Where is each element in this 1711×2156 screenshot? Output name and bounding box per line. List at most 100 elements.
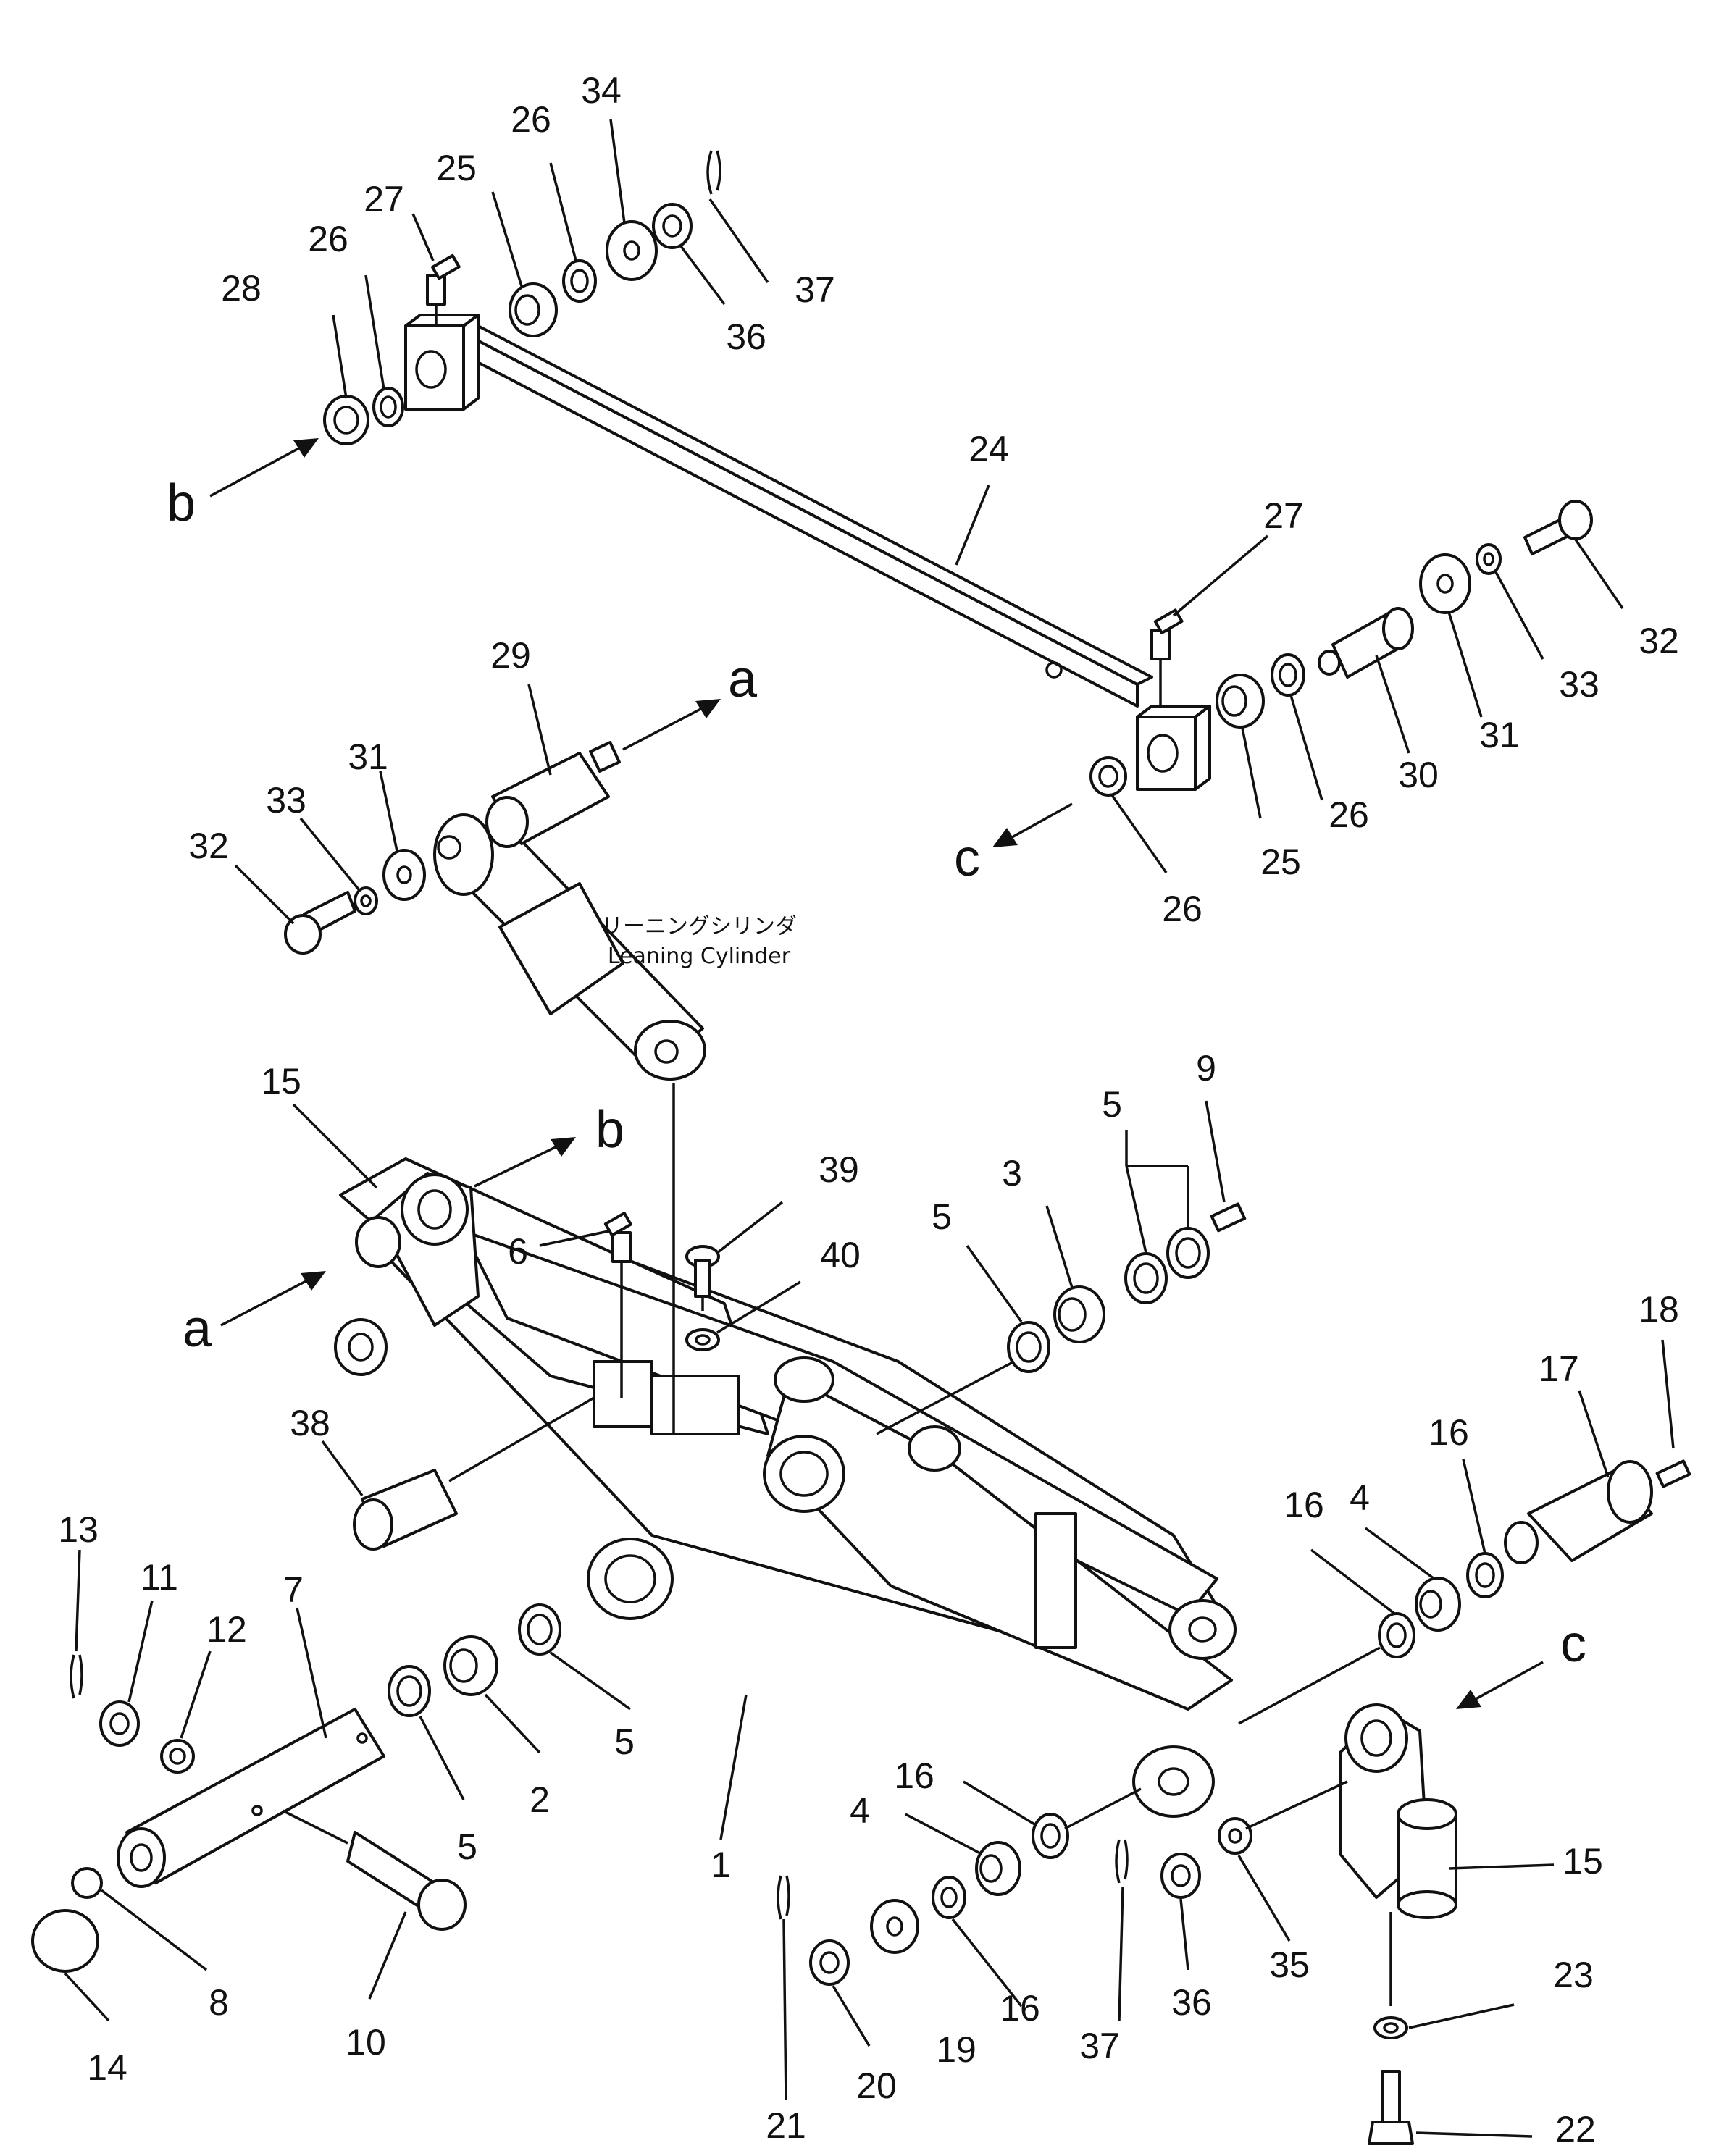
callout-22: 22 xyxy=(1555,2109,1596,2149)
washer-33-left xyxy=(354,886,378,915)
washer-31-left xyxy=(382,849,426,901)
washer-34 xyxy=(606,220,658,281)
callout-25: 25 xyxy=(436,148,477,188)
leader-bearing-16-bottom xyxy=(1064,1787,1142,1830)
callout-18: 18 xyxy=(1639,1289,1679,1330)
callout-12: 12 xyxy=(206,1609,247,1650)
bearing-5-c xyxy=(1166,1227,1210,1279)
callout-26: 26 xyxy=(1162,889,1202,929)
washer-35 xyxy=(1218,1817,1252,1855)
bushing-4-bottom xyxy=(975,1841,1021,1896)
callout-33: 33 xyxy=(1559,664,1599,705)
fitting-18 xyxy=(1655,1459,1691,1488)
callout-16: 16 xyxy=(894,1756,934,1796)
view-ref-b-bottom: b xyxy=(595,1101,625,1159)
nut-20 xyxy=(809,1939,850,1986)
bearing-26-top xyxy=(562,259,597,303)
bracket-15-left xyxy=(334,1172,480,1376)
callout-15: 15 xyxy=(261,1061,301,1102)
arrow-c-top xyxy=(992,802,1073,847)
leader-pin-38 xyxy=(448,1396,595,1482)
callout-25: 25 xyxy=(1260,842,1301,882)
bushing-25-right xyxy=(1216,674,1265,729)
callout-6: 6 xyxy=(508,1231,528,1272)
leader-bolt-10 xyxy=(282,1809,348,1845)
bushing-2 xyxy=(443,1635,498,1696)
callout-26: 26 xyxy=(308,219,348,259)
callout-27: 27 xyxy=(364,179,404,219)
bearing-16-c xyxy=(1466,1552,1504,1598)
nut-36-bottom xyxy=(1160,1853,1201,1899)
callout-37: 37 xyxy=(795,269,835,310)
callout-34: 34 xyxy=(581,70,622,111)
cotter-pin-37-bottom xyxy=(1115,1839,1129,1884)
callout-37: 37 xyxy=(1079,2026,1120,2066)
callout-16: 16 xyxy=(1000,1988,1040,2029)
bearing-5-b xyxy=(1124,1252,1168,1304)
bolt-32-left xyxy=(284,891,356,955)
callout-13: 13 xyxy=(58,1509,99,1550)
washer-28 xyxy=(323,395,369,445)
bearing-5-mid xyxy=(518,1603,561,1656)
callout-5: 5 xyxy=(1102,1084,1122,1125)
callout-32: 32 xyxy=(1639,621,1679,661)
callout-32: 32 xyxy=(188,826,229,866)
tie-rod-right-block xyxy=(1136,705,1211,791)
caption-japanese: リーニングシリンダ xyxy=(601,914,797,939)
callout-36: 36 xyxy=(1171,1982,1212,2023)
arrow-a-top xyxy=(622,699,721,751)
callout-7: 7 xyxy=(283,1569,304,1610)
callout-14: 14 xyxy=(87,2047,127,2088)
pin-17 xyxy=(1504,1460,1653,1564)
callout-5: 5 xyxy=(614,1721,635,1762)
nut-36-top xyxy=(652,203,693,249)
callout-35: 35 xyxy=(1269,1945,1310,1985)
callout-21: 21 xyxy=(766,2105,806,2146)
view-ref-c-bottom: c xyxy=(1560,1615,1586,1673)
callout-36: 36 xyxy=(726,316,766,357)
view-ref-a-bottom: a xyxy=(182,1300,212,1358)
washer-31-right xyxy=(1419,553,1471,614)
callout-27: 27 xyxy=(1263,495,1304,536)
callout-23: 23 xyxy=(1553,1955,1594,1995)
callout-28: 28 xyxy=(221,268,262,309)
view-ref-b-top: b xyxy=(166,474,196,532)
callout-11: 11 xyxy=(141,1557,178,1598)
callout-38: 38 xyxy=(290,1403,330,1443)
fitting-8 xyxy=(71,1867,103,1899)
callout-4: 4 xyxy=(1350,1477,1370,1518)
callout-2: 2 xyxy=(530,1779,550,1820)
view-ref-a-top: a xyxy=(727,650,758,708)
leaning-cylinder xyxy=(433,813,706,1081)
callout-26: 26 xyxy=(1329,794,1369,835)
pin-7 xyxy=(117,1708,385,1888)
callout-33: 33 xyxy=(266,780,306,821)
washer-19 xyxy=(870,1899,919,1954)
bushing-4-right xyxy=(1415,1577,1461,1632)
callout-15: 15 xyxy=(1563,1841,1603,1882)
callout-3: 3 xyxy=(1002,1153,1022,1194)
callout-31: 31 xyxy=(1479,715,1520,755)
bearing-16-b xyxy=(1378,1612,1415,1658)
view-ref-c-top: c xyxy=(954,829,980,887)
bearing-26-right xyxy=(1271,653,1305,697)
washer-12 xyxy=(160,1739,195,1774)
callout-31: 31 xyxy=(348,737,388,777)
bolt-9 xyxy=(1210,1202,1247,1233)
bearing-26-left xyxy=(372,387,404,427)
bushing-3 xyxy=(1053,1285,1105,1343)
tie-rod-bar xyxy=(462,324,1153,708)
arrow-b-top xyxy=(209,438,319,498)
leader-lines xyxy=(64,119,1675,2138)
bolt-10 xyxy=(346,1831,467,1931)
callout-5: 5 xyxy=(457,1826,477,1867)
callout-16: 16 xyxy=(1284,1485,1324,1525)
callout-20: 20 xyxy=(856,2065,897,2106)
callout-30: 30 xyxy=(1398,755,1439,795)
grease-fitting-top-left xyxy=(426,253,461,326)
bushing-25-top xyxy=(509,282,558,337)
callout-9: 9 xyxy=(1196,1048,1216,1089)
grease-fitting-6 xyxy=(603,1212,632,1398)
